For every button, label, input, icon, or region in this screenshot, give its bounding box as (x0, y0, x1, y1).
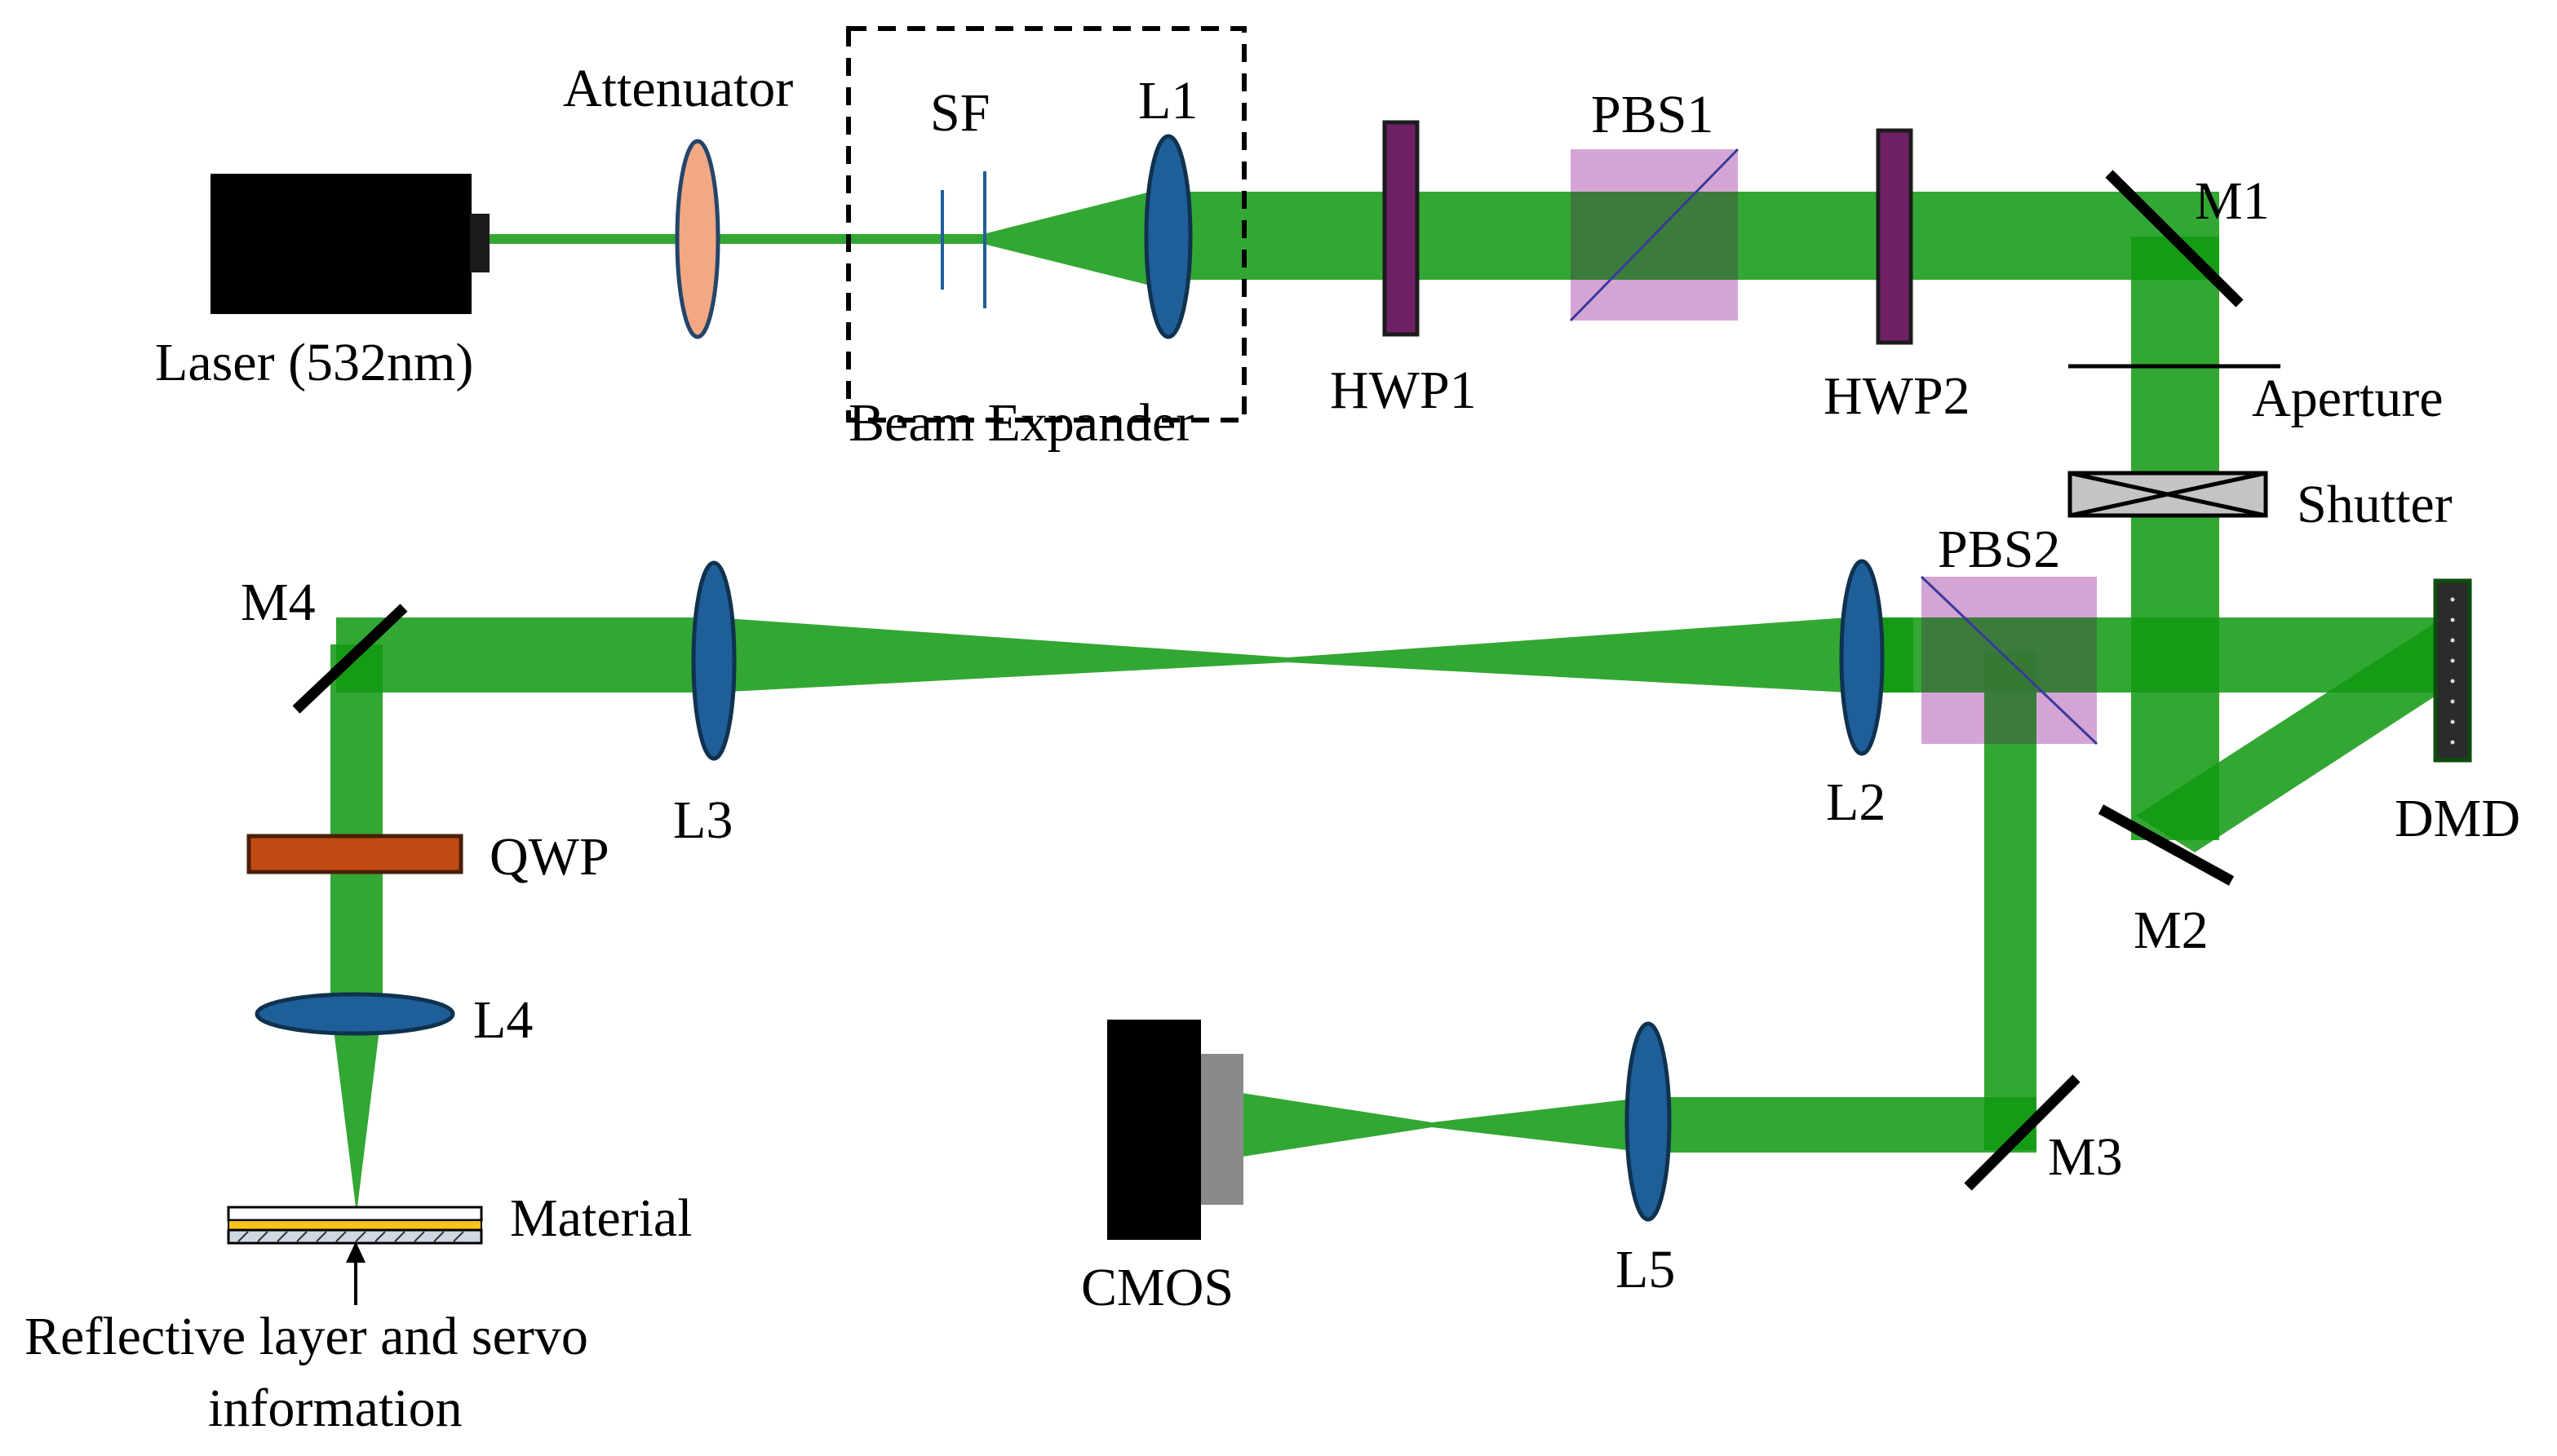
arrow-head (346, 1241, 366, 1263)
m1-label: M1 (2195, 171, 2270, 231)
laser-label: Laser (532nm) (155, 333, 473, 392)
lens-l3 (691, 560, 737, 761)
material-substrate-layer (227, 1228, 483, 1245)
beam-m3-to-l5 (1648, 1097, 2036, 1153)
pbs2-label: PBS2 (1938, 520, 2060, 579)
hwp1-plate (1382, 120, 1420, 337)
attenuator-element (675, 139, 720, 339)
pbs2-cube (1920, 575, 2098, 746)
cmos-label: CMOS (1081, 1258, 1234, 1317)
l1-label: L1 (1138, 71, 1198, 131)
beam-l2-to-focus (1287, 617, 1848, 693)
laser-body (210, 174, 472, 314)
beam-expander-label: Beam Expander (849, 393, 1194, 453)
lens-l5 (1624, 1021, 1672, 1222)
shutter-element (2067, 471, 2268, 518)
beam-focus-to-cmos (1242, 1093, 1432, 1157)
beam-expansion-cone (983, 188, 1167, 290)
m3-label: M3 (2048, 1127, 2123, 1187)
material-active-layer (228, 1219, 482, 1231)
cmos-camera (1107, 1020, 1243, 1240)
beam-expander-box (846, 26, 1247, 423)
pbs1-diagonal (1569, 148, 1739, 322)
beam-l4-to-material (330, 1003, 383, 1207)
lens-l4 (255, 992, 455, 1036)
cmos-body (1107, 1020, 1201, 1240)
lens-l1 (1144, 134, 1193, 339)
attenuator-label: Attenuator (563, 59, 793, 118)
sf-label: SF (930, 83, 990, 143)
pbs1-label: PBS1 (1591, 85, 1713, 144)
beam-l3-to-m4 (336, 617, 714, 693)
dmd-label: DMD (2395, 789, 2520, 848)
l4-label: L4 (473, 990, 533, 1050)
beam-focus-to-l3 (714, 617, 1287, 693)
reflective-layer-label-line1: Reflective layer and servo (24, 1307, 588, 1366)
laser-aperture (470, 214, 490, 272)
qwp-plate (246, 834, 463, 874)
beam-m1-to-m2 (2131, 237, 2219, 840)
beam-l5-to-focus (1432, 1097, 1648, 1153)
beam-input (490, 234, 983, 244)
pbs2-diagonal (1920, 575, 2098, 746)
l3-label: L3 (673, 790, 733, 850)
hwp1-label: HWP1 (1330, 361, 1477, 420)
dmd-body (2433, 578, 2472, 763)
shutter-label: Shutter (2297, 475, 2453, 534)
material-label: Material (510, 1188, 693, 1248)
mirror-m4 (292, 604, 408, 714)
material-servo-hatching (237, 1231, 464, 1242)
l5-label: L5 (1615, 1240, 1675, 1299)
cmos-sensor (1201, 1054, 1243, 1205)
reflective-layer-arrow (346, 1241, 366, 1305)
l2-label: L2 (1826, 772, 1886, 832)
reflective-layer-label-line2: information (208, 1379, 463, 1438)
spatial-filter (941, 171, 986, 308)
material-sample (227, 1206, 483, 1245)
beam-paths (330, 188, 2444, 1207)
mirror-m3 (1964, 1074, 2081, 1191)
dmd-device (2433, 578, 2472, 763)
laser-source (210, 174, 490, 314)
pbs1-cube (1569, 148, 1739, 322)
beam-m4-to-l4 (330, 644, 383, 1003)
mirror-m2 (2098, 804, 2235, 886)
mirror-m1 (2105, 170, 2244, 308)
shutter-cross-b (2069, 471, 2267, 518)
pbs2-beam-overlap-h (1921, 617, 2097, 693)
hwp2-plate (1876, 128, 1913, 345)
material-top-layer (227, 1206, 483, 1222)
hwp2-label: HWP2 (1824, 366, 1970, 426)
aperture-label: Aperture (2252, 369, 2444, 428)
lens-l2 (1839, 559, 1885, 756)
pbs2-beam-overlap-v (1984, 693, 2036, 744)
dmd-micromirror-dots (2450, 597, 2455, 745)
m2-label: M2 (2134, 901, 2209, 960)
m4-label: M4 (241, 573, 316, 632)
qwp-label: QWP (490, 827, 609, 887)
